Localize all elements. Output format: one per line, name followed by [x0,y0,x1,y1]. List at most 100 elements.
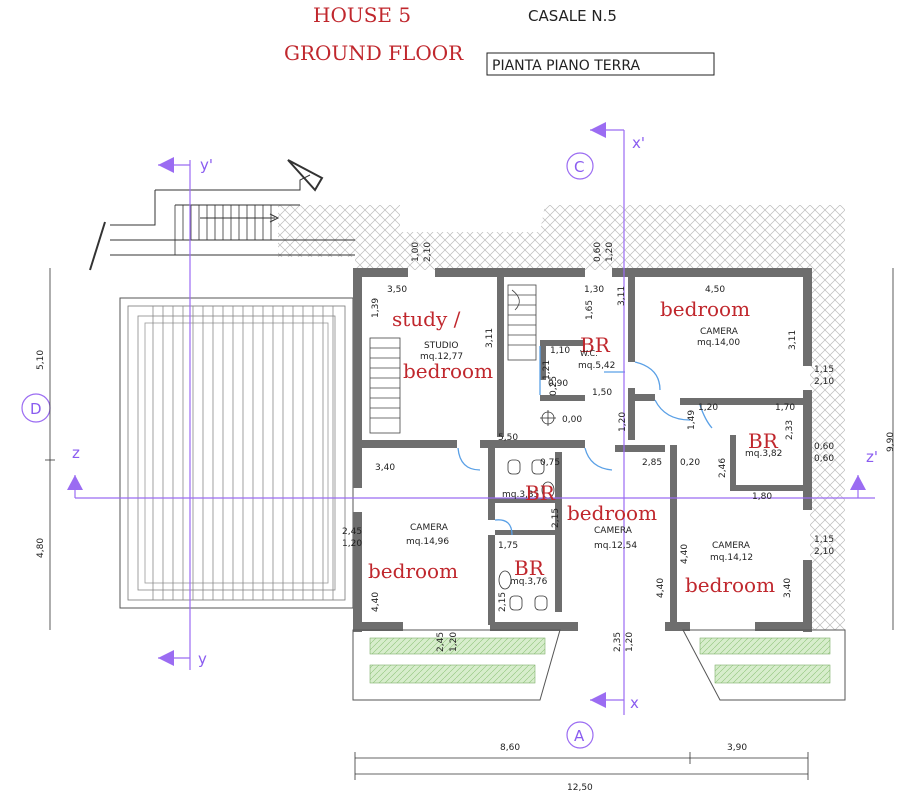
dim-1-20-top: 1,20 [605,242,615,262]
dim-0-25: 0,25 [549,376,559,396]
dim-0-75: 0,75 [540,458,560,468]
walls [353,268,812,632]
axis-x-prime-label: x' [632,134,645,152]
dim-1-15-ne: 1,15 [814,365,834,375]
br-mid-label-en: BR [525,481,556,505]
dim-4-40-mid: 4,40 [656,578,666,598]
study-area: mq.12,77 [420,352,463,362]
floor-title-it-frame [486,52,715,76]
doors [457,346,713,536]
dim-0-00: 0,00 [562,415,582,425]
dim-1-30: 1,30 [584,285,604,295]
dim-2-35: 2,35 [613,632,623,652]
dim-1-39: 1,39 [371,298,381,318]
pergola [119,297,354,609]
internal-stair [369,284,537,434]
house-title-en: HOUSE 5 [313,3,411,27]
study-label-en-1: study / [392,307,461,331]
bedroom-sw-name: CAMERA [410,523,449,533]
wc-north-area: mq.5,42 [578,361,615,371]
floor-title-it: PIANTA PIANO TERRA [492,58,640,74]
bedroom-ne-label-en: bedroom [660,297,750,321]
dim-3-40: 3,40 [375,463,395,473]
dim-2-45-s: 2,45 [436,632,446,652]
br-east-area: mq.3,82 [745,449,782,459]
dim-1-65: 1,65 [585,300,595,320]
dimension-lines [45,268,894,780]
bedroom-se-name: CAMERA [712,541,751,551]
axis-z-label: z [72,444,80,462]
bedroom-mid-label-en: bedroom [567,501,657,525]
bedroom-ne-area: mq.14,00 [697,338,740,348]
floor-title-en: GROUND FLOOR [284,41,464,65]
dim-3-40-se: 3,40 [783,578,793,598]
dim-1-50: 1,50 [592,388,612,398]
dim-1-20-w: 1,20 [342,539,362,549]
dim-2-45-w: 2,45 [342,527,362,537]
dim-5-10: 5,10 [36,350,46,370]
bedroom-sw-label-en: bedroom [368,559,458,583]
grid-marker-c: C [574,158,584,176]
dim-1-80: 1,80 [752,492,772,502]
bedroom-se-label-en: bedroom [685,573,775,597]
dim-1-20-br: 1,20 [698,403,718,413]
br-south-area: mq.3,76 [510,577,548,587]
dim-12-50: 12,50 [567,783,593,793]
dim-9-90: 9,90 [886,432,896,452]
study-name: STUDIO [424,341,458,351]
axis-y-label: y [198,650,207,668]
dim-4-40-sw: 4,40 [371,592,381,612]
dim-3-11-study: 3,11 [485,328,495,348]
grid-marker-a: A [574,727,585,745]
dim-0-60-top: 0,60 [593,242,603,262]
axis-y-prime-label: y' [200,156,213,174]
dim-2-15: 2,15 [551,508,561,528]
dim-1-10: 1,10 [550,346,570,356]
wc-north-label-en: BR [580,333,611,357]
dimension-labels: 1,00 2,10 3,50 1,39 3,11 1,30 0,60 1,20 … [36,242,896,793]
bedroom-ne-name: CAMERA [700,327,739,337]
dim-1-70: 1,70 [775,403,795,413]
dim-2-33: 2,33 [785,420,795,440]
dim-4-50: 4,50 [705,285,725,295]
axis-z-prime-label: z' [866,448,878,466]
dim-1-20-s: 1,20 [449,632,459,652]
dim-1-49: 1,49 [687,410,697,430]
dim-1-20-s2: 1,20 [625,632,635,652]
dim-8-60: 8,60 [500,743,520,753]
axis-x-label: x [630,694,639,712]
dim-0-20: 0,20 [680,458,700,468]
dim-2-85: 2,85 [642,458,662,468]
dim-0-90: 0,90 [548,379,568,389]
dim-1-21: 1,21 [542,360,552,380]
gardens [352,629,846,701]
dim-1-15-se: 1,15 [814,535,834,545]
dim-2-15-b: 2,15 [498,592,508,612]
dim-0-60-e2: 0,60 [814,454,834,464]
dim-3-11-ne: 3,11 [788,330,798,350]
dim-1-00: 1,00 [411,242,421,262]
br-mid-area: mq.3,35 [502,490,539,500]
br-east-label-en: BR [748,429,779,453]
external-stair [89,159,355,271]
paving-hatch-top [355,232,845,270]
dim-3-11-wc: 3,11 [617,286,627,306]
dim-3-90: 3,90 [727,743,747,753]
bedroom-sw-area: mq.14,96 [406,537,449,547]
bedroom-se-area: mq.14,12 [710,553,753,563]
dim-0-60-e: 0,60 [814,442,834,452]
dim-4-80: 4,80 [36,538,46,558]
bedroom-mid-name: CAMERA [594,526,633,536]
dim-3-50: 3,50 [387,285,407,295]
dim-2-10-top: 2,10 [423,242,433,262]
wc-north-name: W.C. [580,349,598,358]
dim-1-75: 1,75 [498,541,518,551]
dim-5-50: 5,50 [498,433,518,443]
dim-1-20-hall: 1,20 [618,412,628,432]
house-title-it: CASALE N.5 [528,7,617,25]
dim-2-46: 2,46 [718,458,728,478]
br-south-label-en: BR [514,556,545,580]
section-axes [21,122,875,749]
dim-2-10-ne: 2,10 [814,377,834,387]
